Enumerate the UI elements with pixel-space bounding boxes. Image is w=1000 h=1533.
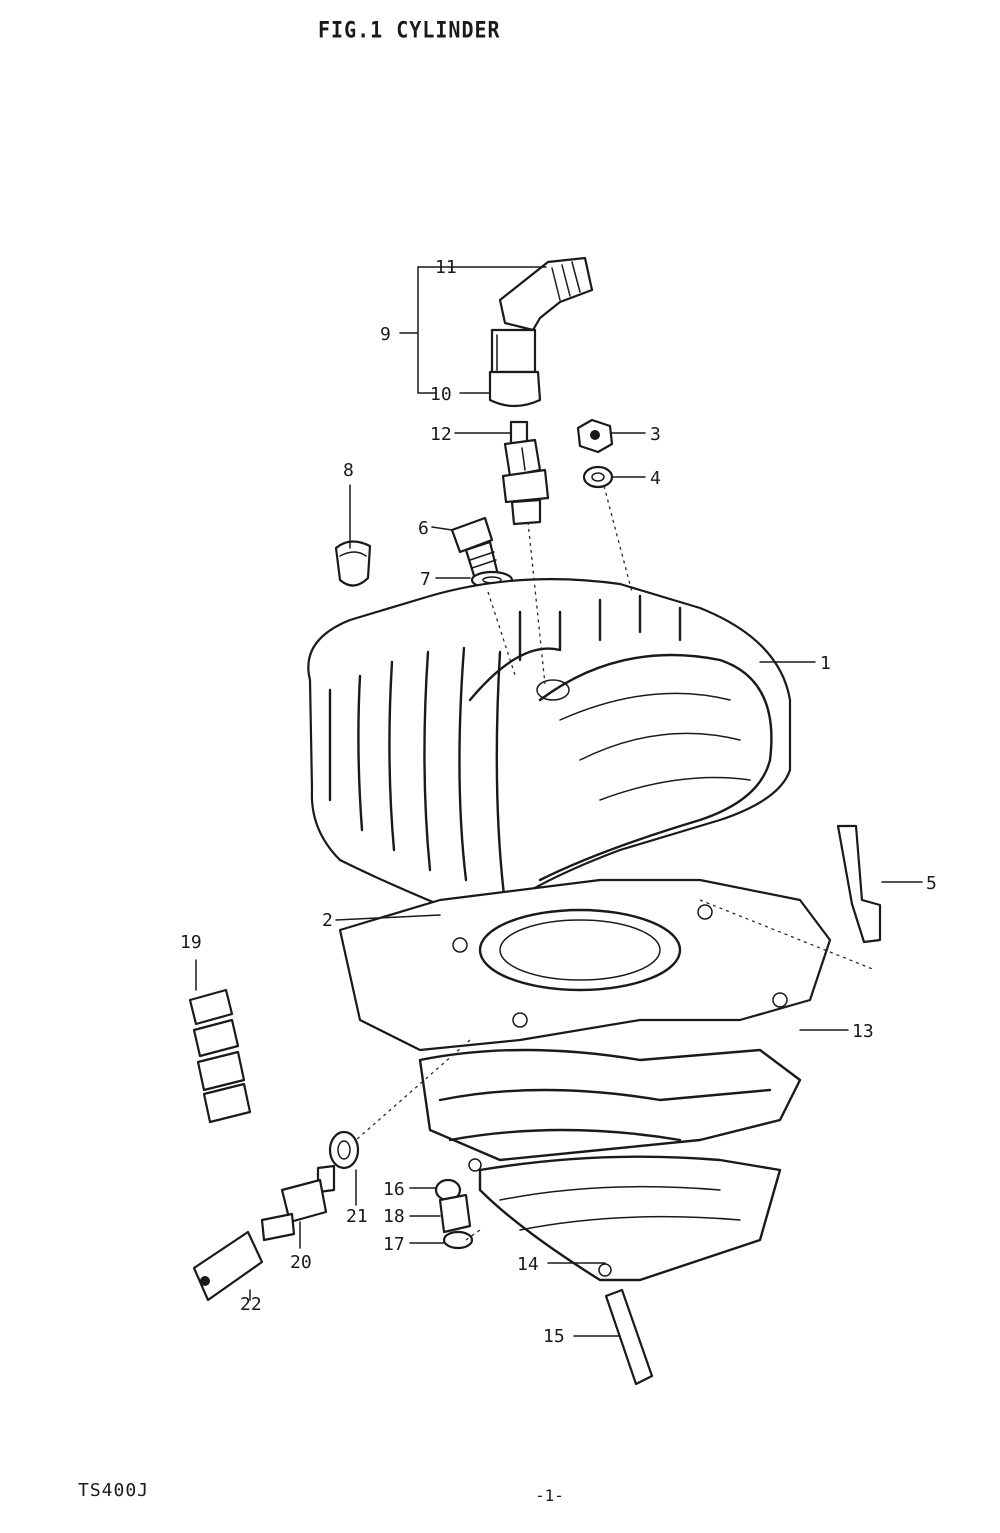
callout-19: 19 [180, 932, 202, 953]
callout-14: 14 [517, 1254, 539, 1275]
callout-6: 6 [418, 518, 429, 539]
callout-5: 5 [926, 873, 937, 894]
rubber-blocks [188, 988, 252, 1124]
callout-7: 7 [420, 569, 431, 590]
leader-lines [195, 266, 923, 1337]
callout-22: 22 [240, 1294, 262, 1315]
cylinder-nut [576, 418, 614, 454]
head-cap [334, 540, 372, 587]
cylinder-body [338, 878, 832, 1282]
callout-20: 20 [290, 1252, 312, 1273]
page-number: -1- [535, 1486, 564, 1505]
callout-16: 16 [383, 1179, 405, 1200]
callout-18: 18 [383, 1206, 405, 1227]
callout-3: 3 [650, 424, 661, 445]
callout-9: 9 [380, 324, 391, 345]
spark-plug-cap [488, 256, 594, 408]
cylinder-stud-right [836, 824, 882, 944]
cylinder-stud-bottom [604, 1288, 654, 1386]
callout-12: 12 [430, 424, 452, 445]
model-code: TS400J [78, 1480, 150, 1501]
callout-13: 13 [852, 1021, 874, 1042]
cylinder-head [307, 578, 792, 912]
callout-11: 11 [435, 257, 457, 278]
callout-labels: 11 9 10 12 3 4 8 6 7 1 5 2 19 13 16 18 1… [180, 257, 937, 1347]
nut-washer [582, 465, 614, 489]
fitting-assembly [192, 1130, 360, 1302]
spark-plug [501, 420, 550, 526]
callout-15: 15 [543, 1326, 565, 1347]
callout-21: 21 [346, 1206, 368, 1227]
callout-4: 4 [650, 468, 661, 489]
callout-10: 10 [430, 384, 452, 405]
callout-1: 1 [820, 653, 831, 674]
figure-title: FIG.1 CYLINDER [318, 16, 501, 44]
drain-plug-assembly [434, 1178, 474, 1250]
callout-2: 2 [322, 910, 333, 931]
callout-8: 8 [343, 460, 354, 481]
callout-17: 17 [383, 1234, 405, 1255]
